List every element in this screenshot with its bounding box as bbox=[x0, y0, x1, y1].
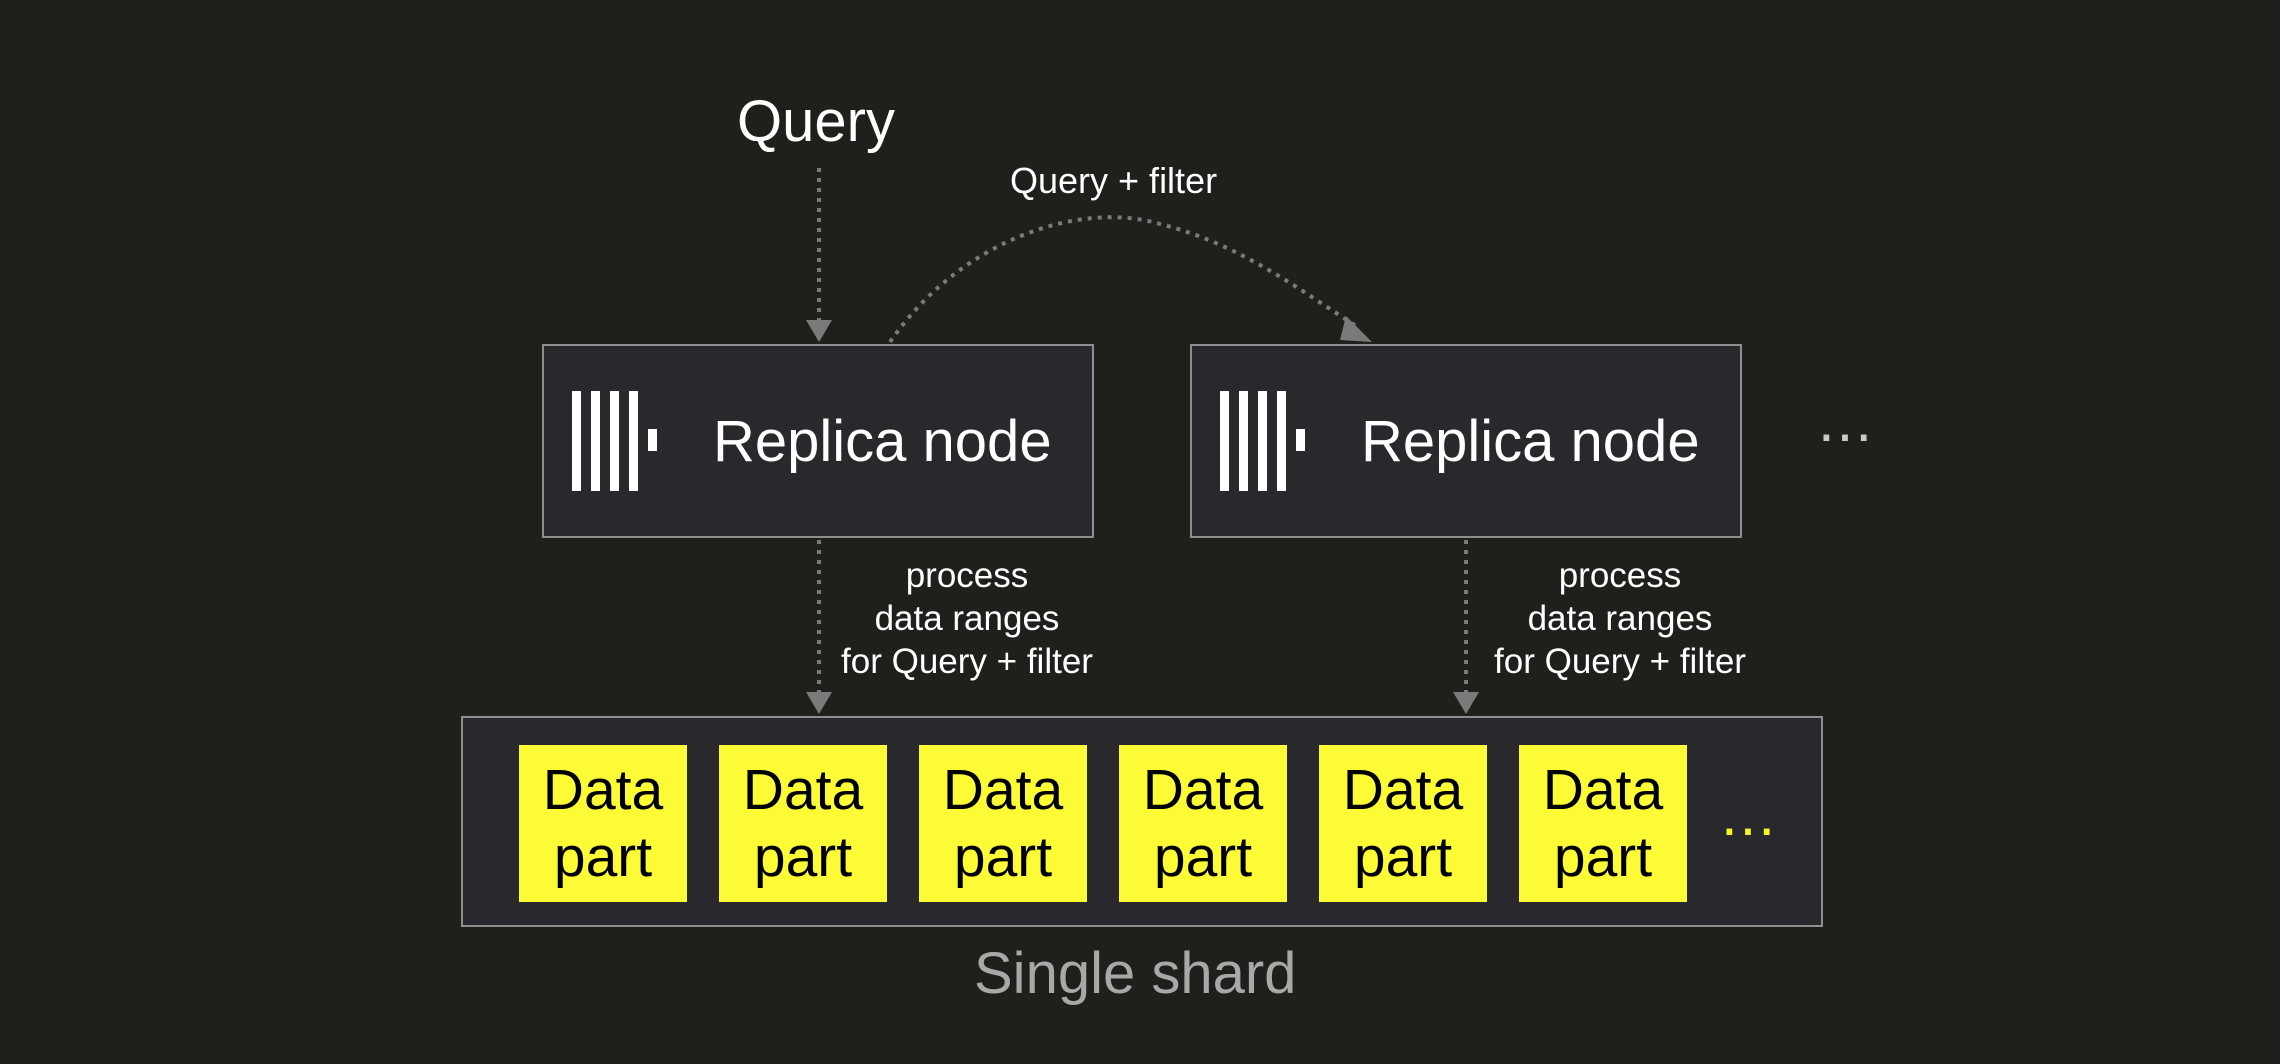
process-label-2: process data ranges for Query + filter bbox=[1494, 556, 1746, 681]
data-part: Data part bbox=[1519, 745, 1687, 902]
replica-node-2: Replica node bbox=[1190, 344, 1742, 538]
data-part: Data part bbox=[1119, 745, 1287, 902]
shard-box: Data part Data part Data part Data part … bbox=[461, 716, 1823, 927]
data-part: Data part bbox=[1319, 745, 1487, 902]
data-part: Data part bbox=[519, 745, 687, 902]
replica-node-1: Replica node bbox=[542, 344, 1094, 538]
data-part: Data part bbox=[919, 745, 1087, 902]
query-arrow bbox=[806, 168, 832, 342]
replica-node-label: Replica node bbox=[713, 408, 1052, 474]
query-label: Query bbox=[737, 89, 895, 154]
query-filter-label: Query + filter bbox=[1010, 160, 1218, 201]
query-filter-arrow bbox=[888, 215, 1372, 344]
process-label-1: process data ranges for Query + filter bbox=[841, 556, 1093, 681]
more-nodes-ellipsis: ... bbox=[1818, 387, 1875, 454]
data-part: Data part bbox=[719, 745, 887, 902]
process-arrow-2 bbox=[1453, 540, 1479, 714]
clickhouse-logo-icon bbox=[572, 391, 657, 491]
clickhouse-logo-icon bbox=[1220, 391, 1305, 491]
more-parts-ellipsis: ... bbox=[1721, 781, 1778, 848]
shard-label: Single shard bbox=[974, 941, 1297, 1006]
replica-node-label: Replica node bbox=[1361, 408, 1700, 474]
process-arrow-1 bbox=[806, 540, 832, 714]
